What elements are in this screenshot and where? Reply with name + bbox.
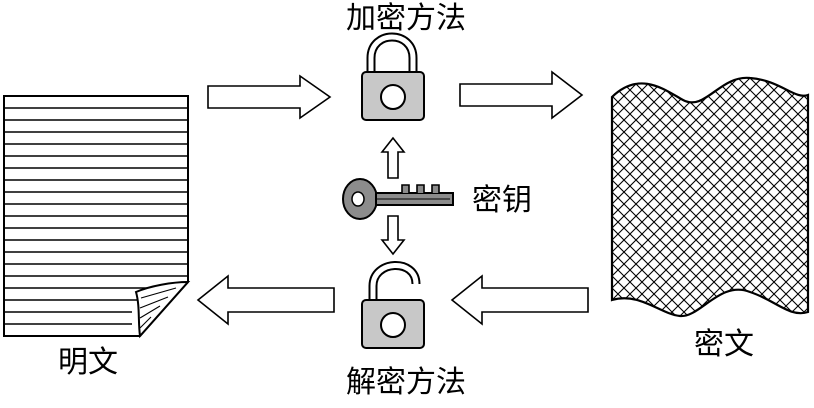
arrow-key-to-encrypt [380,136,406,179]
arrow-ciphertext-to-decrypt [450,274,589,326]
arrow-key-to-decrypt [380,215,406,256]
key-icon [342,178,454,220]
arrow-plaintext-to-encrypt [207,74,332,120]
plaintext-label: 明文 [58,345,118,380]
ciphertext-document-icon [610,76,810,318]
key-label: 密钥 [472,183,532,218]
plaintext-document-icon [3,95,191,339]
decrypt-method-label: 解密方法 [346,365,466,400]
arrow-encrypt-to-ciphertext [459,70,584,120]
open-padlock-icon [361,261,425,349]
ciphertext-label: 密文 [694,327,754,362]
encrypt-method-label: 加密方法 [346,1,466,36]
arrow-decrypt-to-plaintext [196,274,335,326]
closed-padlock-icon [361,32,425,121]
